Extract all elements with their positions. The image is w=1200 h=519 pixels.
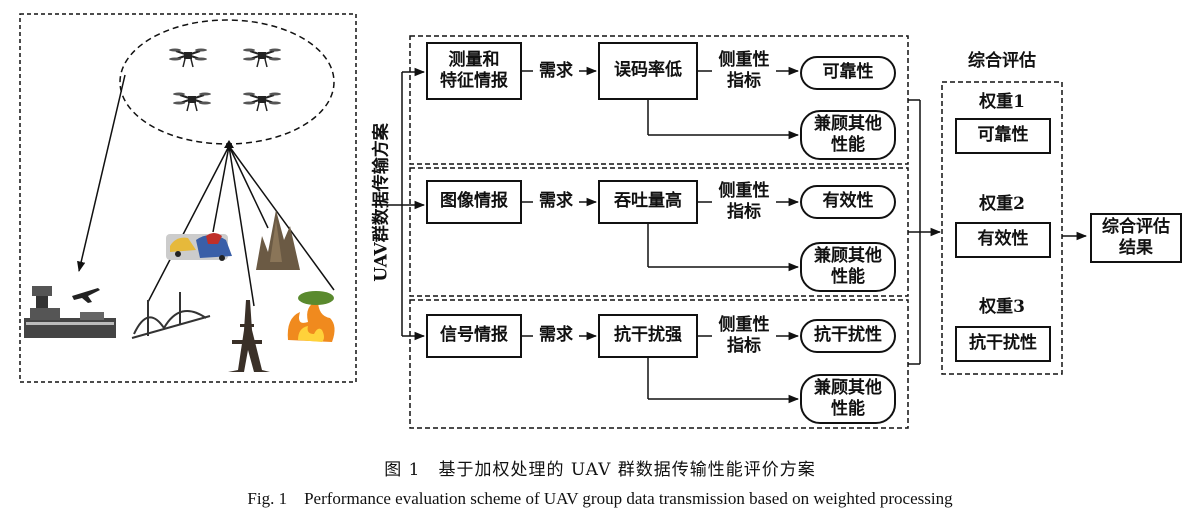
airport-icon bbox=[24, 286, 116, 338]
row1-intel-box: 测量和 特征情报 bbox=[426, 42, 522, 100]
row1-other-text: 兼顾其他 性能 bbox=[814, 113, 882, 155]
drone-icon bbox=[173, 92, 211, 112]
row3-characteristic-box: 抗干扰强 bbox=[598, 314, 698, 358]
weight3-label: 权重3 bbox=[962, 297, 1042, 319]
row2-focus-label: 侧重性 指标 bbox=[712, 179, 776, 225]
row1-metric-pill: 可靠性 bbox=[800, 56, 896, 90]
row2-focus-text: 侧重性 指标 bbox=[718, 180, 770, 222]
row2-characteristic-box: 吞吐量高 bbox=[598, 180, 698, 224]
drone-icon bbox=[169, 48, 207, 68]
drone-icon bbox=[243, 48, 281, 68]
row3-intel-text: 信号情报 bbox=[440, 325, 508, 346]
scene-panel bbox=[19, 13, 357, 383]
row3-other-pill: 兼顾其他 性能 bbox=[800, 374, 896, 424]
weight1-label: 权重1 bbox=[962, 92, 1042, 114]
scheme-branch-arrows bbox=[388, 67, 426, 341]
row3-intel-box: 信号情报 bbox=[426, 314, 522, 358]
airport-link-arrow bbox=[77, 74, 126, 273]
swarm-apex-arrowhead bbox=[224, 140, 234, 148]
row1-focus-text: 侧重性 指标 bbox=[718, 49, 770, 91]
scheme-vertical-label: UAV群数据传输方案 bbox=[364, 112, 394, 292]
row3-other-text: 兼顾其他 性能 bbox=[814, 377, 882, 419]
row2-other-pill: 兼顾其他 性能 bbox=[800, 242, 896, 292]
weight1-metric-box: 可靠性 bbox=[955, 118, 1051, 154]
evaluation-title: 综合评估 bbox=[968, 51, 1036, 72]
row3-metric-pill: 抗干扰性 bbox=[800, 319, 896, 353]
row3-focus-text: 侧重性 指标 bbox=[718, 314, 770, 356]
row1-focus-label: 侧重性 指标 bbox=[712, 48, 776, 94]
weight2-metric-box: 有效性 bbox=[955, 222, 1051, 258]
row2-demand-label: 需求 bbox=[533, 190, 579, 214]
row1-characteristic-text: 误码率低 bbox=[614, 60, 682, 81]
evaluation-result-text: 综合评估 结果 bbox=[1102, 216, 1170, 258]
scheme-vertical-text: UAV群数据传输方案 bbox=[371, 122, 392, 282]
weight1-metric-text: 可靠性 bbox=[977, 125, 1029, 146]
row3-focus-label: 侧重性 指标 bbox=[712, 313, 776, 359]
weight3-metric-text: 抗干扰性 bbox=[969, 333, 1037, 354]
cars-icon bbox=[166, 233, 232, 261]
row2-intel-text: 图像情报 bbox=[440, 191, 508, 212]
row2-characteristic-text: 吞吐量高 bbox=[614, 191, 682, 212]
drone-icon bbox=[243, 92, 281, 112]
evaluation-group bbox=[941, 81, 1063, 375]
row-arrows bbox=[522, 66, 800, 404]
figure-caption-en: Fig. 1 Performance evaluation scheme of … bbox=[247, 489, 953, 508]
eiffel-tower-icon bbox=[228, 300, 270, 372]
evaluation-result-box: 综合评估 结果 bbox=[1090, 213, 1182, 263]
weight2-label: 权重2 bbox=[962, 194, 1042, 216]
row2-metric-text: 有效性 bbox=[822, 191, 874, 212]
sensing-lines bbox=[147, 145, 335, 307]
row2-other-text: 兼顾其他 性能 bbox=[814, 245, 882, 287]
row2-intel-box: 图像情报 bbox=[426, 180, 522, 224]
row1-intel-text: 测量和 特征情报 bbox=[440, 49, 508, 91]
row3-characteristic-text: 抗干扰强 bbox=[614, 325, 682, 346]
weight2-metric-text: 有效性 bbox=[977, 229, 1029, 250]
figure-caption-cn: 图 1 基于加权处理的 UAV 群数据传输性能评价方案 bbox=[384, 460, 816, 480]
row3-metric-text: 抗干扰性 bbox=[814, 325, 882, 346]
wildfire-icon bbox=[287, 291, 335, 342]
row2-metric-pill: 有效性 bbox=[800, 185, 896, 219]
bridge-icon bbox=[131, 292, 211, 339]
row1-other-pill: 兼顾其他 性能 bbox=[800, 110, 896, 160]
mountain-icon bbox=[256, 210, 300, 270]
row1-characteristic-box: 误码率低 bbox=[598, 42, 698, 100]
row1-demand-label: 需求 bbox=[533, 60, 579, 84]
uav-swarm-ellipse bbox=[119, 19, 335, 145]
row1-metric-text: 可靠性 bbox=[822, 62, 874, 83]
weight3-metric-box: 抗干扰性 bbox=[955, 326, 1051, 362]
merge-to-evaluation-arrows bbox=[908, 99, 942, 365]
row3-demand-label: 需求 bbox=[533, 324, 579, 348]
